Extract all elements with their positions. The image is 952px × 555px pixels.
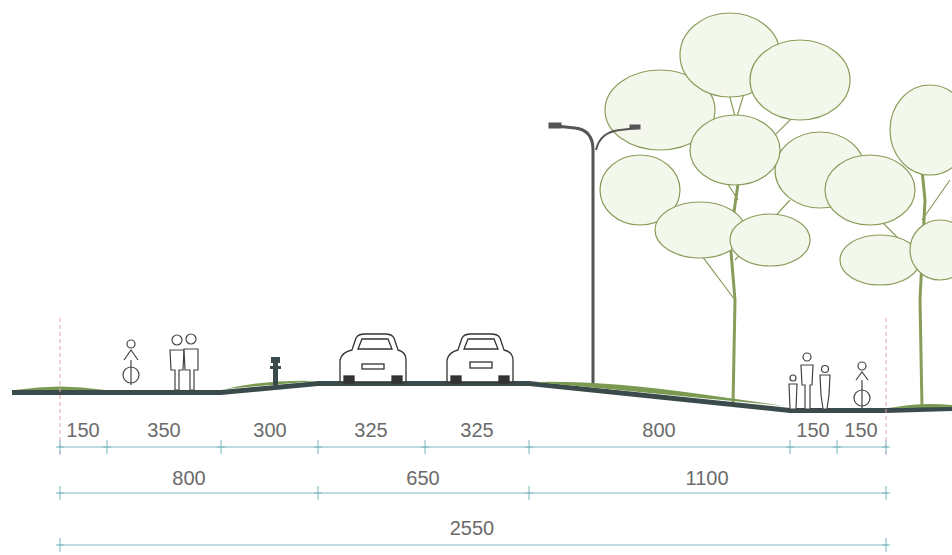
boundary-line xyxy=(886,318,887,456)
dimension-ticks xyxy=(56,440,890,552)
dimension-label: 325 xyxy=(352,420,389,440)
dimension-label: 150 xyxy=(794,420,831,440)
dimension-label: 800 xyxy=(640,420,677,440)
dimension-label: 150 xyxy=(842,420,879,440)
bollard xyxy=(270,357,281,385)
dimension-label: 150 xyxy=(64,420,101,440)
tree xyxy=(600,13,865,405)
car xyxy=(447,334,513,383)
dimension-label: 325 xyxy=(458,420,495,440)
dimension-label: 650 xyxy=(404,468,441,488)
street-lamp xyxy=(549,123,640,385)
dimension-label: 800 xyxy=(170,468,207,488)
people xyxy=(123,334,870,409)
tree xyxy=(825,85,952,408)
boundary-line xyxy=(60,318,61,456)
dimension-lines xyxy=(58,447,888,545)
dimension-label: 2550 xyxy=(448,518,497,538)
car xyxy=(340,334,406,383)
dimension-label: 300 xyxy=(251,420,288,440)
dimension-label: 350 xyxy=(145,420,182,440)
dimension-label: 1100 xyxy=(683,468,730,488)
ground-profile xyxy=(12,381,952,413)
